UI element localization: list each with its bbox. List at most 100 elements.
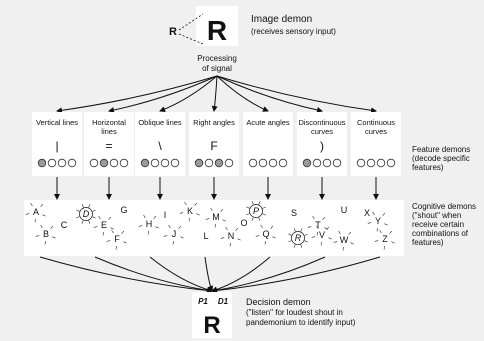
- cognitive-letter: Y: [375, 216, 381, 226]
- feature-demon: Oblique lines \: [135, 112, 185, 176]
- feature-label: Vertical lines: [36, 118, 78, 127]
- feature-circle: [160, 158, 170, 168]
- cognitive-letter: M: [212, 212, 220, 222]
- cognitive-demon: B: [35, 224, 56, 245]
- cognitive-demon: S: [291, 208, 297, 218]
- shout-rays: [138, 214, 159, 235]
- feature-circle: [366, 158, 376, 168]
- feature-circle: [386, 158, 396, 168]
- converging-arrow: [149, 256, 213, 293]
- cognitive-demon: D: [76, 204, 96, 224]
- cognitive-letter: B: [43, 229, 49, 239]
- cognitive-demon: Q: [255, 224, 276, 245]
- cognitive-letter: F: [114, 234, 120, 244]
- processing-arrow: [108, 75, 218, 113]
- cognitive-demon: C: [61, 220, 68, 230]
- decision-p1: P1: [198, 297, 208, 306]
- cognitive-letter: X: [364, 208, 370, 218]
- feature-circle: [278, 158, 288, 168]
- cognitive-letter: V: [319, 230, 325, 240]
- cognitive-letter: P: [253, 206, 259, 216]
- feature-circle: [47, 158, 57, 168]
- decision-box: [192, 292, 232, 338]
- cognitive-letter: G: [120, 205, 127, 215]
- image-demon: R R Image demon (receives sensory input)…: [169, 6, 336, 73]
- feature-circle: [109, 158, 119, 168]
- feature-circle: [258, 158, 268, 168]
- feature-demon: Acute angles: [243, 112, 293, 176]
- cognitive-letter: H: [146, 219, 153, 229]
- processing-arrow: [159, 75, 218, 112]
- processing-arrow: [56, 75, 218, 114]
- feature-label-2: curves: [311, 127, 333, 136]
- shout-rays: [35, 224, 56, 245]
- cognitive-demon: A: [25, 202, 46, 223]
- input-letter: R: [169, 26, 177, 38]
- processing-arrows: [56, 75, 377, 114]
- cognitive-demon: Z: [374, 229, 395, 250]
- feature-circle-active: [37, 158, 47, 168]
- cognitive-side-line-4: combinations of: [412, 229, 469, 238]
- feature-circle: [312, 158, 322, 168]
- cognitive-demon: J: [163, 224, 184, 245]
- shout-rays: [163, 224, 184, 245]
- cognitive-letter: W: [340, 235, 349, 245]
- converging-arrow: [94, 256, 213, 294]
- image-demon-box: [196, 6, 238, 46]
- cognitive-demon: O: [240, 218, 247, 228]
- feature-label-2: lines: [101, 127, 117, 136]
- cognitive-demon: Y: [367, 211, 388, 232]
- decision-arrows: [39, 256, 381, 294]
- shout-rays: [288, 228, 308, 248]
- feature-circle: [224, 158, 234, 168]
- feature-circle: [376, 158, 386, 168]
- cognitive-demon: E: [93, 215, 114, 236]
- feature-circle-active: [140, 158, 150, 168]
- cognitive-demon: H: [138, 214, 159, 235]
- cognitive-demon: V: [311, 225, 332, 246]
- converging-arrow: [211, 256, 326, 294]
- cognitive-letter: E: [101, 220, 107, 230]
- feature-circle: [204, 158, 214, 168]
- image-demon-note: (receives sensory input): [251, 27, 336, 36]
- feature-label: Oblique lines: [138, 118, 182, 127]
- image-demon-label: Image demon: [251, 14, 312, 25]
- shout-rays: [255, 224, 276, 245]
- feature-demon: Vertical lines|: [32, 112, 82, 176]
- shout-rays: [93, 215, 114, 236]
- feature-glyph: \: [158, 139, 162, 153]
- cognitive-demon: K: [179, 201, 200, 222]
- decision-letter: R: [203, 312, 220, 339]
- cognitive-demon: P: [246, 201, 266, 221]
- feature-circle: [89, 158, 99, 168]
- sensory-input-lines: [178, 13, 204, 45]
- shout-rays: [76, 204, 96, 224]
- cognitive-side-line-3: receive certain: [412, 220, 464, 229]
- shout-rays: [246, 201, 266, 221]
- converging-arrow: [211, 256, 381, 294]
- processing-label-1: Processing: [197, 54, 237, 63]
- cognitive-band: [24, 200, 404, 256]
- decision-line-3: pandemonium to identify input): [246, 318, 356, 327]
- feature-label-2: curves: [365, 127, 387, 136]
- shout-rays: [311, 225, 332, 246]
- processing-arrow: [216, 75, 269, 112]
- decision-line-2: ("listen" for loudest shout in: [246, 308, 343, 317]
- feature-side-label: Feature demons (decode specific features…: [412, 145, 470, 172]
- decision-demon: P1 D1 R Decision demon ("listen" for lou…: [192, 292, 356, 339]
- feature-circle-active: [99, 158, 109, 168]
- shout-rays: [374, 229, 395, 250]
- shout-rays: [367, 211, 388, 232]
- shout-rays: [220, 226, 241, 247]
- feature-circle: [268, 158, 278, 168]
- image-letter: R: [207, 15, 227, 46]
- converging-arrow: [204, 256, 213, 292]
- cognitive-letter: K: [187, 206, 193, 216]
- shout-circle: [79, 207, 93, 221]
- feature-circle: [67, 158, 77, 168]
